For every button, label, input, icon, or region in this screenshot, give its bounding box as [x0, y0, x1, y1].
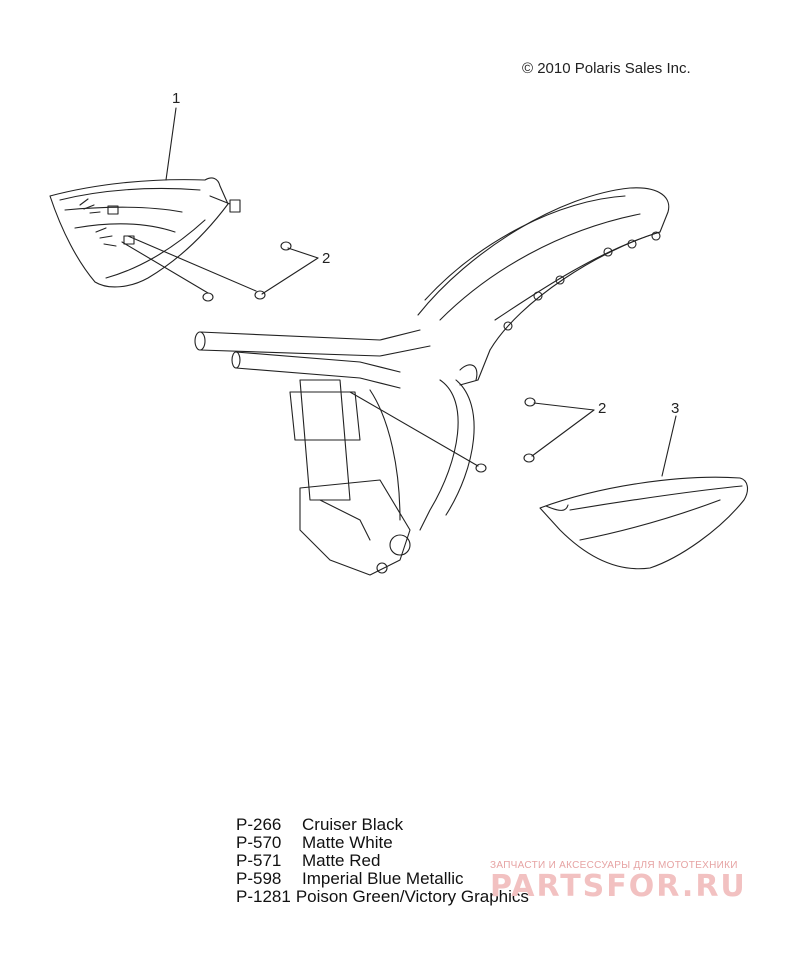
callout-3: 3: [671, 400, 680, 417]
part-3-side-cover: [539, 476, 749, 570]
legend-code: P-570: [236, 833, 282, 852]
watermark: ЗАПЧАСТИ И АКСЕССУАРЫ ДЛЯ МОТОТЕХНИКИ PA…: [490, 860, 790, 904]
part-2-grommets-upper: [121, 235, 292, 302]
legend-code: P-266: [236, 815, 282, 834]
callout-2-lower: 2: [598, 400, 607, 417]
legend-code: P-598: [236, 869, 282, 888]
callout-1: 1: [172, 90, 181, 107]
part-1-side-cover: [49, 177, 241, 288]
legend-name: Matte Red: [302, 851, 381, 870]
watermark-logo: PARTSFOR.RU: [490, 869, 747, 904]
legend-code: P-571: [236, 851, 282, 870]
legend-row: P-570 Matte White: [236, 834, 529, 852]
legend-name: Imperial Blue Metallic: [302, 869, 464, 888]
legend-row: P-598 Imperial Blue Metallic: [236, 870, 529, 888]
color-legend: P-266 Cruiser Black P-570 Matte White P-57…: [236, 816, 529, 906]
legend-row: P-266 Cruiser Black: [236, 816, 529, 834]
part-2-grommets-lower: [349, 391, 536, 473]
watermark-subtitle: ЗАПЧАСТИ И АКСЕССУАРЫ ДЛЯ МОТОТЕХНИКИ: [490, 860, 738, 871]
legend-name: Matte White: [302, 833, 393, 852]
legend-name: Cruiser Black: [302, 815, 404, 834]
copyright-text: © 2010 Polaris Sales Inc.: [522, 60, 691, 77]
legend-code: P-1281: [236, 887, 291, 906]
legend-name: Poison Green/Victory Graphics: [295, 887, 529, 906]
leader-lines: [165, 107, 677, 477]
callout-2-upper: 2: [322, 250, 331, 267]
legend-row: P-571 Matte Red: [236, 852, 529, 870]
frame: [194, 187, 670, 576]
